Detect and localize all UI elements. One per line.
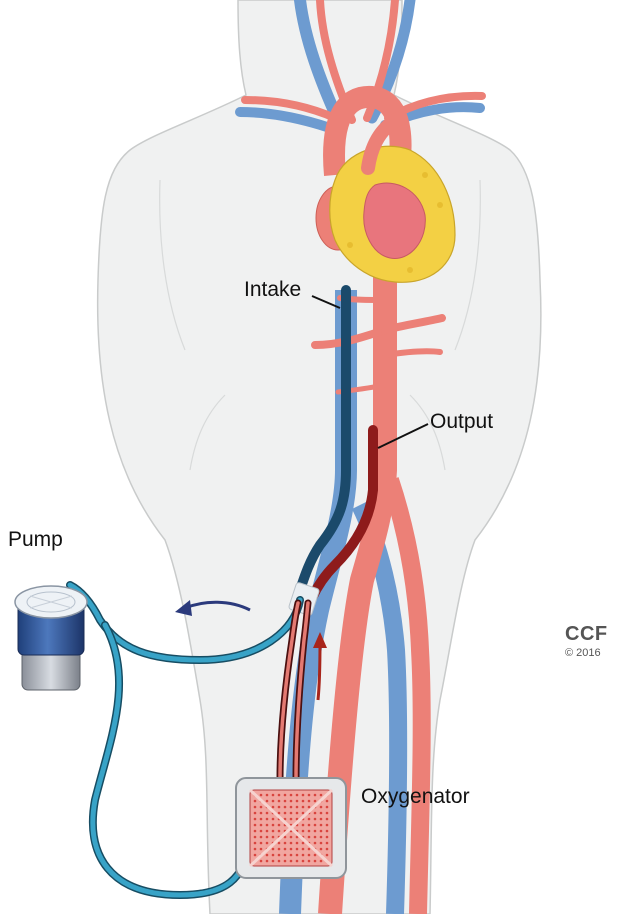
pump-label: Pump xyxy=(8,528,63,552)
output-label: Output xyxy=(430,410,493,434)
heart-fat-dots-4 xyxy=(407,267,413,273)
heart-fat-dots-1 xyxy=(422,172,428,178)
intake-label: Intake xyxy=(244,278,301,302)
oxygenator-device xyxy=(236,778,346,878)
oxygenator-label: Oxygenator xyxy=(361,785,470,809)
heart-fat-dots-3 xyxy=(347,242,353,248)
pump-device xyxy=(15,586,87,690)
heart-fat-dots-2 xyxy=(437,202,443,208)
torso-outline xyxy=(98,0,541,914)
credit-logo: CCF xyxy=(565,623,608,646)
credit-year: © 2016 xyxy=(565,647,601,659)
